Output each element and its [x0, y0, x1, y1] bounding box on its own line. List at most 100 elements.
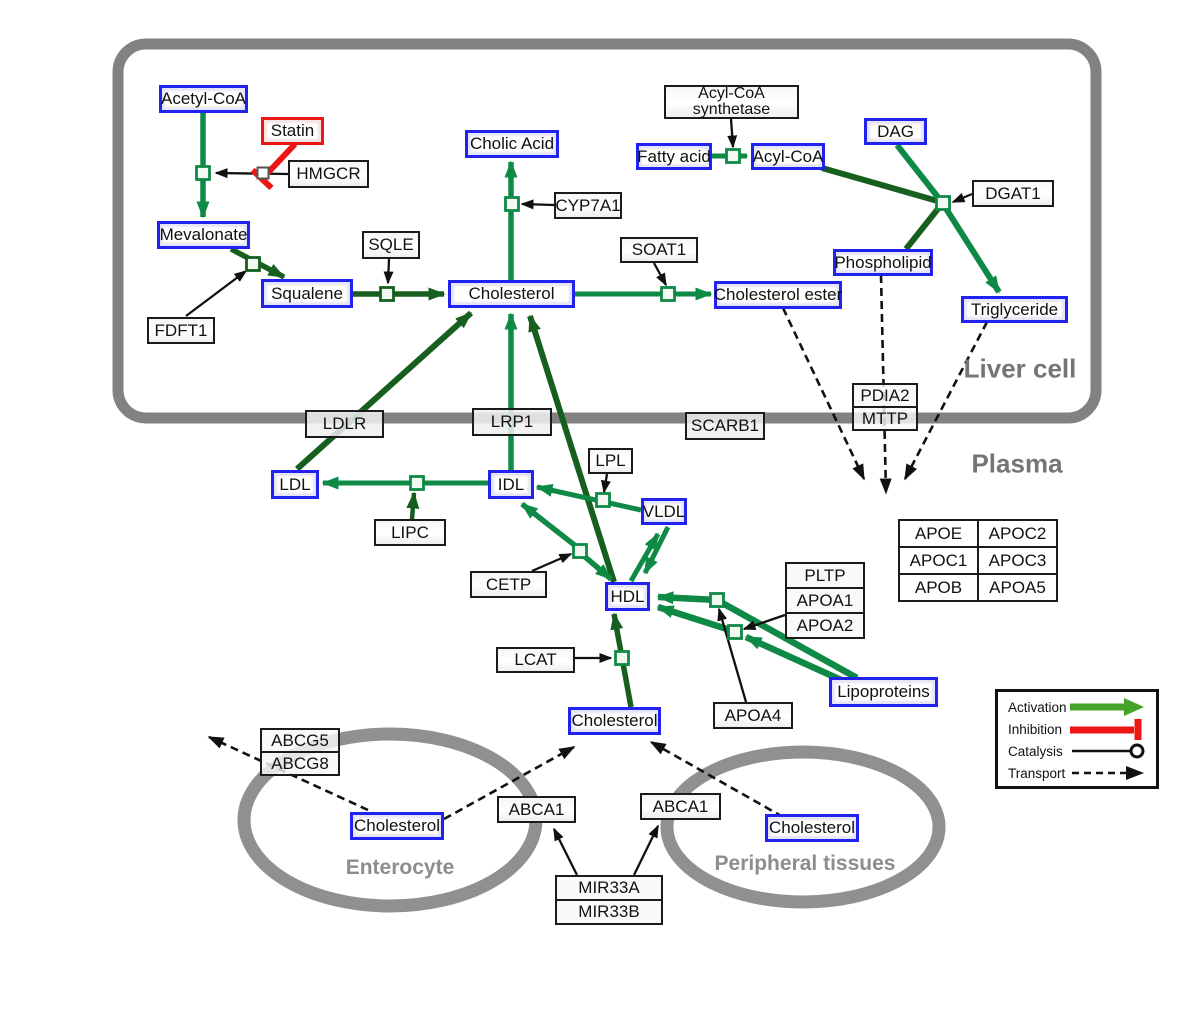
- edge-cholesterol-abca1-left: [443, 745, 576, 821]
- legend-item-transport: Transport: [1008, 762, 1146, 784]
- activation-symbol-icon: [1070, 698, 1144, 716]
- box-cholesterol-enterocyte: Cholesterol: [350, 812, 444, 840]
- edge-cetp-node-to-hdl: [582, 553, 613, 582]
- edge-dgat1-to-node: [951, 192, 973, 204]
- table-cell-apoe: APOE: [898, 519, 979, 548]
- box-cholic-acid: Cholic Acid: [465, 130, 559, 158]
- label-peripheral: Peripheral tissues: [714, 852, 896, 875]
- edge-apoa4-to-node1: [717, 607, 748, 703]
- stack-abcg-row-abcg8: ABCG8: [260, 751, 340, 776]
- edge-dag-to-dgat-node: [894, 143, 944, 203]
- edge-cyp7a1-to-node: [520, 199, 555, 210]
- edge-mir33-to-abca1-left: [552, 827, 579, 876]
- peripheral-tissues-membrane: [660, 745, 946, 909]
- node-soat1: [660, 286, 676, 302]
- statin-target-square: [256, 166, 270, 180]
- stack-abcg-row-abcg5: ABCG5: [260, 728, 340, 753]
- label-liver-cell: Liver cell: [963, 353, 1077, 384]
- box-dgat1: DGAT1: [972, 180, 1054, 207]
- table-cell-apoc1: APOC1: [898, 546, 979, 575]
- table-cell-apoc2: APOC2: [977, 519, 1058, 548]
- box-cyp7a1: CYP7A1: [554, 192, 622, 219]
- node-apoa4: [709, 592, 725, 608]
- stack-pltp-apoa-row-apoa2: APOA2: [785, 612, 865, 639]
- edge-cetp-node-to-idl: [520, 501, 579, 550]
- box-apoa4: APOA4: [713, 702, 793, 729]
- node-acs: [725, 148, 741, 164]
- box-lipc: LIPC: [374, 519, 446, 546]
- box-acyl-coa: Acyl-CoA: [751, 143, 825, 170]
- edge-dgat-node-to-phospholipid: [903, 203, 944, 251]
- box-dag: DAG: [864, 118, 927, 145]
- box-squalene: Squalene: [261, 279, 353, 308]
- box-phospholipid: Phospholipid: [833, 249, 933, 276]
- inhibition-symbol-icon: [1070, 719, 1142, 740]
- box-idl: IDL: [488, 470, 534, 499]
- node-apoa12: [727, 624, 743, 640]
- box-cholesterol-liver: Cholesterol: [448, 280, 575, 308]
- edge-apoa-stack-to-node2: [742, 613, 786, 631]
- box-cholesterol-peripheral: Cholesterol: [765, 814, 859, 842]
- box-scarb1: SCARB1: [685, 412, 765, 440]
- stack-pltp-apoa-row-apoa1: APOA1: [785, 587, 865, 614]
- box-triglyceride: Triglyceride: [961, 296, 1068, 323]
- stack-mir33-row-mir33b: MIR33B: [555, 899, 663, 925]
- node-hmgcr: [195, 165, 211, 181]
- legend-label-inhibition: Inhibition: [1008, 721, 1063, 737]
- edge-hdl-to-cholesterol-liver: [527, 314, 617, 583]
- legend-label-activation: Activation: [1008, 699, 1067, 715]
- box-ldl: LDL: [271, 470, 319, 499]
- liver-cell-membrane: [112, 38, 1102, 424]
- box-acyl-coa-synthetase: Acyl-CoA synthetase: [664, 85, 799, 119]
- label-enterocyte: Enterocyte: [345, 856, 455, 879]
- node-dgat1: [935, 195, 951, 211]
- edge-mir33-to-abca1-right: [632, 824, 660, 876]
- edge-dgat-node-to-triglyceride: [942, 205, 1002, 294]
- box-statin: Statin: [261, 117, 324, 145]
- box-lpl: LPL: [588, 448, 633, 474]
- table-cell-apob: APOB: [898, 573, 979, 602]
- box-ldlr: LDLR: [305, 410, 384, 438]
- box-fdft1: FDFT1: [147, 317, 215, 344]
- edge-node2-to-hdl: [656, 603, 731, 634]
- legend-item-activation: Activation: [1008, 696, 1146, 718]
- edge-ldl-to-cholesterol: [294, 310, 474, 472]
- edge-cholesterol-abcg-efflux: [207, 735, 369, 812]
- legend-item-inhibition: Inhibition: [1008, 718, 1146, 740]
- edge-fdft1-to-node: [185, 270, 248, 317]
- edge-soat1-to-node: [652, 262, 668, 287]
- box-cholesterol-plasma: Cholesterol: [568, 707, 661, 735]
- stack-pltp-apoa-row-pltp: PLTP: [785, 562, 865, 589]
- node-sqle: [379, 286, 395, 302]
- stack-pdia2-mttp-row-pdia2: PDIA2: [852, 383, 918, 408]
- node-fdft1: [245, 256, 261, 272]
- box-sqle: SQLE: [362, 231, 420, 259]
- node-lipc: [409, 475, 425, 491]
- table-cell-apoc3: APOC3: [977, 546, 1058, 575]
- box-fatty-acid: Fatty acid: [636, 143, 712, 170]
- box-lcat: LCAT: [496, 647, 575, 673]
- box-lrp1: LRP1: [472, 408, 552, 436]
- edge-cetp-to-node: [531, 552, 573, 573]
- legend-item-catalysis: Catalysis: [1008, 740, 1146, 762]
- edge-lpl-to-node: [600, 473, 611, 494]
- box-mevalonate: Mevalonate: [157, 221, 250, 249]
- legend-label-transport: Transport: [1008, 765, 1066, 781]
- edge-cholesterol-ester-secretion: [781, 307, 866, 481]
- box-lipoproteins: Lipoproteins: [829, 677, 938, 707]
- transport-symbol-icon: [1072, 766, 1144, 780]
- edge-acylcoa-to-dgat-node: [821, 165, 942, 205]
- node-cyp7a1: [504, 196, 520, 212]
- catalysis-symbol-icon: [1072, 743, 1145, 759]
- edge-lipc-to-node: [406, 491, 420, 520]
- legend-label-catalysis: Catalysis: [1008, 743, 1063, 759]
- box-vldl: VLDL: [641, 498, 687, 525]
- table-cell-apoa5: APOA5: [977, 573, 1058, 602]
- edge-sqle-to-node: [383, 258, 394, 285]
